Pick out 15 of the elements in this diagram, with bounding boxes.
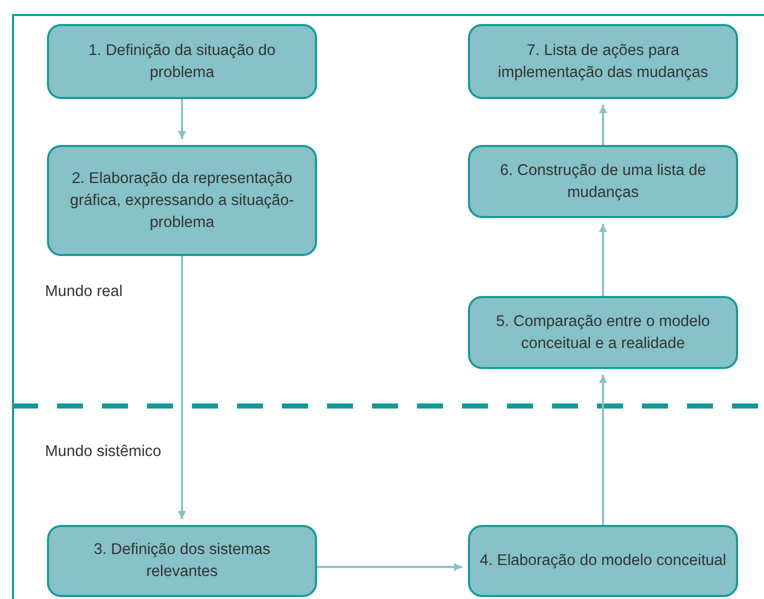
arrow	[178, 256, 186, 519]
arrow	[599, 224, 607, 296]
process-box: 5. Comparação entre o modelo conceitual e a realidade	[468, 296, 738, 369]
process-box: 4. Elaboração do modelo conceitual	[468, 525, 738, 597]
process-box: 2. Elaboração da representação gráfica, expressando a situação-problema	[47, 145, 317, 256]
process-box: 7. Lista de ações para implementação das mudanças	[468, 24, 738, 99]
process-box: 3. Definição dos sistemas relevantes	[47, 525, 317, 597]
region-label: Mundo sistêmico	[45, 443, 162, 461]
process-box: 6. Construção de uma lista de mudanças	[468, 145, 738, 218]
arrow	[178, 99, 186, 139]
region-label: Mundo real	[45, 283, 123, 301]
process-box: 1. Definição da situação do problema	[47, 24, 317, 99]
arrow	[599, 375, 607, 525]
arrow	[599, 105, 607, 145]
arrow	[317, 563, 462, 571]
